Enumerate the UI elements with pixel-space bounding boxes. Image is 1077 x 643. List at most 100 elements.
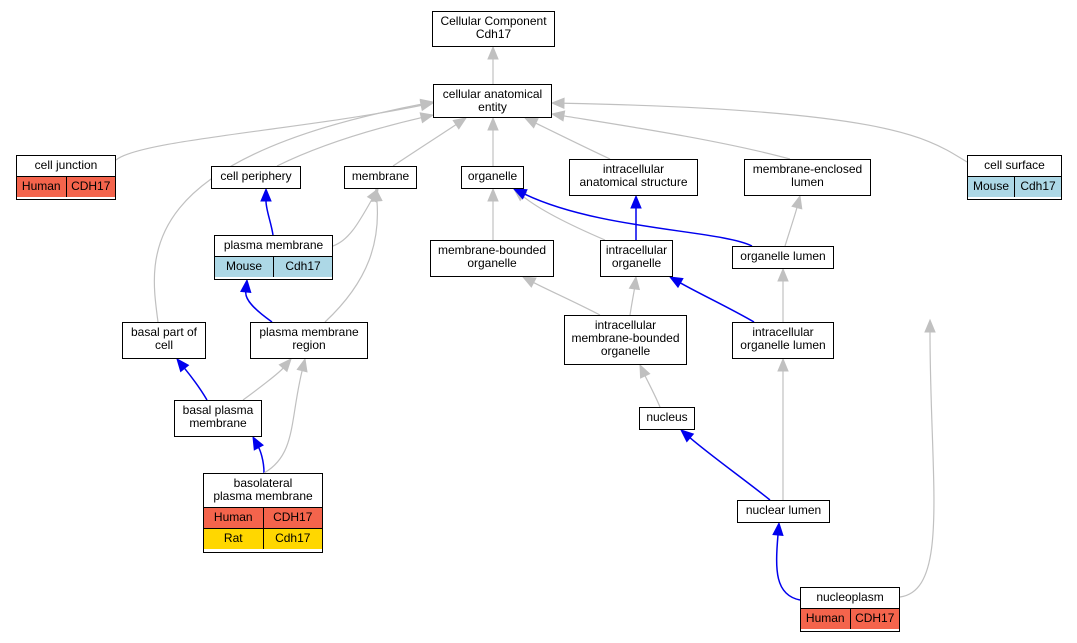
term-label: membrane [351, 169, 410, 183]
term-node-cae[interactable]: cellular anatomical entity [433, 84, 552, 118]
species-cell: Rat [223, 531, 243, 545]
term-node-pmr[interactable]: plasma membrane region [250, 322, 368, 359]
term-node-organelle[interactable]: organelle [461, 166, 524, 189]
edge-arrowhead [521, 276, 537, 288]
edge-gray [392, 124, 457, 167]
edge-arrowhead [371, 187, 383, 202]
edge-gray [263, 370, 303, 474]
edge-blue [245, 291, 273, 323]
term-node-imbo[interactable]: intracellular membrane-bounded organelle [564, 315, 687, 365]
term-label: organelle [467, 169, 518, 183]
edge-arrowhead [487, 116, 499, 131]
term-node-cell-periphery[interactable]: cell periphery [211, 166, 301, 189]
term-label: membrane-bounded organelle [437, 243, 547, 270]
edge-arrowhead [550, 110, 566, 122]
edge-gray [522, 196, 606, 241]
edge-blue [265, 200, 274, 236]
term-label: plasma membrane region [259, 325, 359, 352]
term-label: nucleus [646, 410, 688, 424]
term-node-nucleus[interactable]: nucleus [639, 407, 695, 430]
term-node-bpm[interactable]: basal plasma membrane [174, 400, 262, 437]
edge-gray [533, 282, 601, 316]
edge-arrowhead [252, 435, 264, 451]
term-label: cell junction [34, 158, 98, 172]
edge-blue [183, 367, 208, 401]
edge-blue [680, 282, 755, 323]
gene-cell: CDH17 [262, 508, 323, 528]
edge-arrowhead [772, 521, 784, 536]
term-node-bpc[interactable]: basal part of cell [122, 322, 206, 359]
edge-gray [332, 199, 373, 247]
edge-arrowhead [176, 357, 190, 373]
edge-gray [153, 103, 422, 323]
edge-arrowhead [487, 45, 499, 60]
gene-cell: Cdh17 [1014, 177, 1061, 197]
term-label: nuclear lumen [745, 503, 822, 517]
term-node-iol[interactable]: intracellular organelle lumen [732, 322, 834, 359]
gene-cell: Cdh17 [262, 529, 323, 549]
term-label: membrane-enclosed lumen [752, 162, 863, 189]
edge-blue [689, 437, 771, 501]
term-node-mbo[interactable]: membrane-bounded organelle [430, 240, 554, 277]
species-annotation-row: Rat Cdh17 [204, 528, 322, 549]
edge-blue [258, 447, 265, 474]
gene-cell: CDH17 [849, 609, 900, 629]
edge-arrowhead [668, 276, 684, 289]
edge-arrowhead [278, 358, 292, 373]
edge-gray [535, 122, 611, 160]
edge-gray [276, 117, 422, 167]
edge-arrowhead [240, 278, 252, 294]
gene-cell: CDH17 [65, 177, 116, 197]
edge-arrowhead [628, 275, 641, 291]
edge-arrowhead [523, 117, 539, 129]
edge-gray [563, 115, 791, 160]
species-annotation-row: Mouse Cdh17 [968, 176, 1061, 197]
term-node-mel[interactable]: membrane-enclosed lumen [744, 159, 871, 196]
term-label: intracellular anatomical structure [579, 162, 688, 189]
edge-gray [324, 200, 379, 323]
term-label: organelle lumen [740, 249, 826, 263]
term-label: basal part of cell [130, 325, 198, 352]
species-cell: Mouse [972, 179, 1010, 193]
term-label: basal plasma membrane [182, 403, 254, 430]
edge-arrowhead [777, 357, 789, 372]
term-label: Cellular Component Cdh17 [440, 14, 547, 41]
term-node-membrane[interactable]: membrane [344, 166, 417, 189]
edge-arrowhead [550, 97, 565, 110]
edge-arrowhead [639, 363, 651, 379]
species-annotation-row: Human CDH17 [801, 608, 899, 629]
term-label: plasma membrane [223, 238, 324, 252]
term-node-nl[interactable]: nuclear lumen [737, 500, 830, 523]
edge-arrowhead [777, 267, 789, 282]
term-node-root[interactable]: Cellular Component Cdh17 [432, 11, 555, 47]
gene-cell: Cdh17 [273, 257, 332, 277]
species-cell: Human [805, 611, 845, 625]
edge-arrowhead [924, 318, 936, 333]
edge-gray [644, 375, 661, 408]
edge-arrowhead [512, 188, 528, 200]
term-label: intracellular organelle lumen [740, 325, 826, 352]
species-cell: Mouse [225, 259, 263, 273]
term-node-ol[interactable]: organelle lumen [732, 246, 834, 269]
term-node-io[interactable]: intracellular organelle [600, 240, 673, 277]
edge-gray [899, 331, 935, 598]
term-label: cell periphery [220, 169, 292, 183]
edge-arrowhead [419, 98, 435, 110]
edge-blue [775, 534, 801, 601]
edge-arrowhead [296, 357, 308, 373]
edge-blue [524, 193, 753, 247]
edge-arrowhead [680, 429, 695, 443]
term-label: nucleoplasm [816, 590, 884, 604]
term-label: cellular anatomical entity [442, 87, 543, 114]
term-node-ias[interactable]: intracellular anatomical structure [569, 159, 698, 196]
edge-arrowhead [487, 187, 499, 202]
edge-gray [629, 288, 636, 316]
